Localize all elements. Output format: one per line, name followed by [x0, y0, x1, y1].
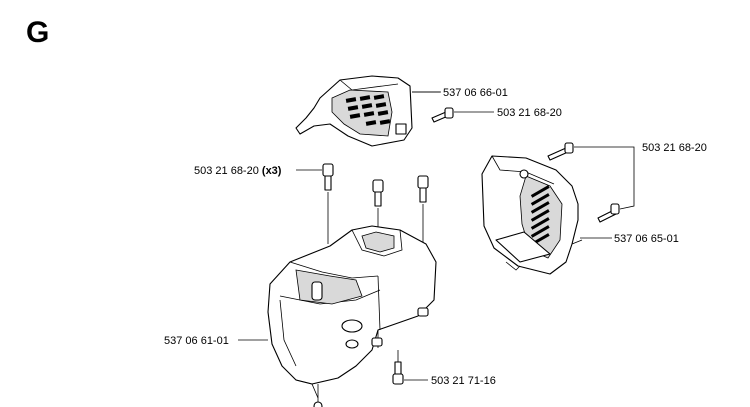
section-letter: G — [26, 16, 50, 49]
callout-right-cover: 537 06 65-01 — [614, 233, 679, 245]
callout-right-cover-screws: 503 21 68-20 — [642, 142, 707, 154]
right-cover-part — [481, 155, 583, 275]
callout-top-cover-screw: 503 21 68-20 — [497, 107, 562, 119]
right-cover-screw-1 — [547, 142, 574, 161]
bottom-screw — [392, 350, 404, 385]
top-cover-vent-slots — [345, 94, 391, 126]
top-cover-screw — [431, 107, 454, 123]
callout-housing-screws: 503 21 68-20 (x3) — [194, 165, 282, 177]
callout-housing: 537 06 61-01 — [164, 335, 229, 347]
top-cover-part — [295, 75, 440, 147]
right-cover-screw-2 — [597, 203, 620, 223]
housing-bottom-fitting — [313, 384, 323, 407]
callout-top-cover: 537 06 66-01 — [443, 87, 508, 99]
callout-bottom-screw: 503 21 71-16 — [431, 375, 496, 387]
housing-part — [267, 225, 437, 399]
housing-screw-1 — [322, 163, 334, 244]
